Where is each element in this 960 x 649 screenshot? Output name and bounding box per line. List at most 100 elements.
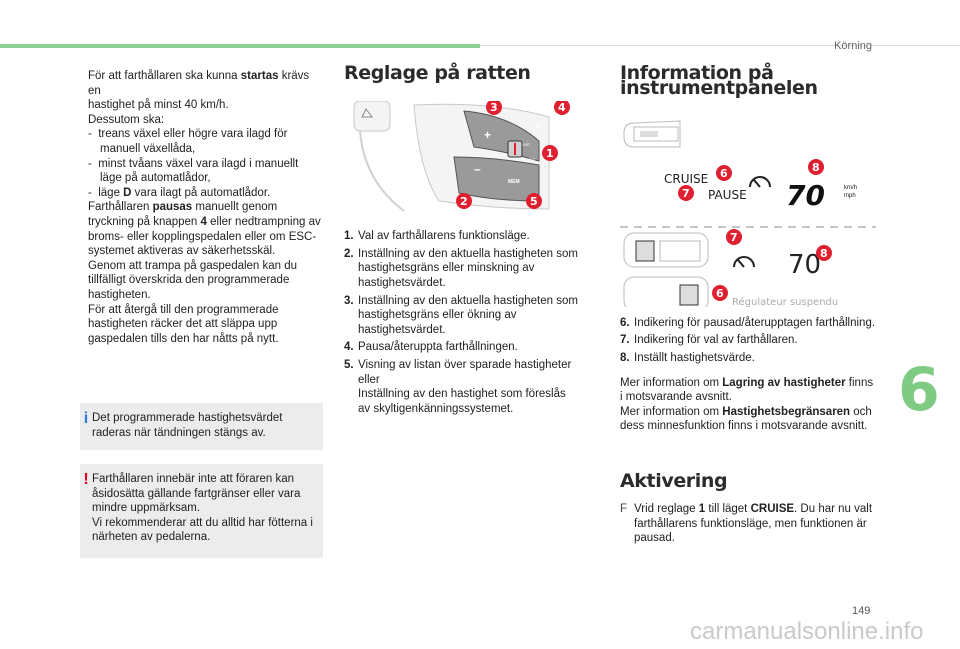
- svg-text:6: 6: [720, 167, 728, 180]
- item-text: Indikering för val av farthållaren.: [634, 334, 798, 347]
- item-number: 1.: [344, 230, 354, 243]
- item-number: 8.: [620, 351, 630, 364]
- info-icon: i: [83, 410, 89, 427]
- warning-icon: !: [83, 471, 89, 488]
- intro-line: Dessutom ska:: [88, 113, 165, 126]
- cruise-indicator: CRUISE: [664, 172, 708, 186]
- mem-label: MEM: [508, 179, 520, 185]
- item-text: Visning av listan över sparade hastighet…: [358, 358, 572, 415]
- section-label: Körning: [834, 40, 872, 52]
- steering-controls-list: 1. Val av farthållarens funktionsläge. 2. I…: [344, 229, 580, 416]
- activation-step-text: Vrid reglage 1 till läget CRUISE. Du har…: [634, 503, 873, 545]
- panel-list-item: 6. Indikering för pausad/återupptagen far…: [620, 316, 876, 331]
- badge-6-top: 6: [716, 165, 732, 182]
- intro-text: För att farthållaren ska kunna startas k…: [88, 69, 322, 346]
- item-number: 7.: [620, 334, 630, 347]
- intro-line: För att återgå till den programmerade ha…: [88, 303, 279, 345]
- zero-label: 0: [495, 152, 498, 158]
- panel-list-item: 7. Indikering för val av farthållaren.: [620, 333, 876, 348]
- steering-list-item: 5. Visning av listan över sparade hastigh…: [344, 358, 580, 416]
- intro-line: För att farthållaren ska kunna startas k…: [88, 70, 310, 97]
- intro-line: - treans växel eller högre vara ilagd fö…: [88, 128, 288, 155]
- svg-text:5: 5: [530, 195, 538, 208]
- page-number: 149: [852, 605, 871, 617]
- limit-label: LIMIT: [520, 142, 531, 147]
- top-accent-bar: [0, 44, 480, 48]
- instrument-panel-section: Information på instrumentpanelen CRUISE …: [620, 62, 876, 434]
- intro-line: Genom att trampa på gaspedalen kan du ti…: [88, 259, 298, 301]
- steering-wheel-illustration: + II – LIMIT 0 CRUISE MEM 1 2 3 4 5: [353, 98, 570, 212]
- set-speed-bottom: 70: [788, 250, 821, 280]
- instrument-panel-list: 6. Indikering för pausad/återupptagen far…: [620, 316, 876, 366]
- warning-note-text-1: Farthållaren innebär inte att föraren ka…: [92, 473, 301, 515]
- svg-text:4: 4: [558, 101, 566, 114]
- steering-list-item: 2. Inställning av den aktuella hastighete…: [344, 247, 580, 291]
- plus-symbol: +: [484, 128, 491, 142]
- badge-8-bottom: 8: [816, 245, 832, 262]
- set-speed-top: 70: [786, 179, 825, 212]
- steering-controls-section: Reglage på ratten + II – LIMIT 0 CRUISE …: [344, 62, 580, 419]
- watermark: carmanualsonline.info: [690, 618, 924, 645]
- step-arrow-icon: F: [620, 503, 628, 515]
- item-text: Inställning av den aktuella hastigheten …: [358, 247, 578, 289]
- minus-symbol: –: [474, 162, 481, 176]
- svg-text:2: 2: [460, 195, 468, 208]
- intro-line: Farthållaren pausas manuellt genom tryck…: [88, 201, 321, 258]
- steering-controls-title: Reglage på ratten: [344, 62, 531, 84]
- more-info: Mer information om Lagring av hastighete…: [620, 376, 876, 434]
- svg-text:6: 6: [716, 287, 724, 300]
- badge-2: 2: [456, 192, 472, 209]
- cruise-label: CRUISE: [520, 157, 535, 162]
- more-info-line: Mer information om Lagring av hastighete…: [620, 376, 874, 404]
- item-number: 5.: [344, 358, 354, 371]
- badge-5: 5: [526, 192, 542, 209]
- top-rule: [480, 45, 960, 46]
- steering-list-item: 1. Val av farthållarens funktionsläge.: [344, 229, 580, 244]
- badge-7-top: 7: [678, 185, 694, 202]
- badge-4: 4: [554, 98, 570, 115]
- item-text: Inställning av den aktuella hastigheten …: [358, 294, 578, 336]
- svg-text:8: 8: [820, 247, 828, 260]
- svg-text:8: 8: [812, 161, 820, 174]
- panel-list-item: 8. Inställt hastighetsvärde.: [620, 351, 876, 366]
- info-note: i Det programmerade hastighetsvärdet rad…: [80, 403, 323, 450]
- item-text: Indikering för pausad/återupptagen farth…: [634, 316, 876, 329]
- badge-8-top: 8: [808, 159, 824, 176]
- intro-line: hastighet på minst 40 km/h.: [88, 99, 229, 112]
- activation-section: Aktivering F Vrid reglage 1 till läget C…: [620, 470, 876, 546]
- warning-note: ! Farthållaren innebär inte att föraren …: [80, 464, 323, 558]
- instrument-panel-title: Information på instrumentpanelen: [620, 62, 818, 99]
- item-number: 3.: [344, 294, 354, 307]
- badge-3: 3: [486, 98, 502, 115]
- badge-1: 1: [542, 144, 558, 161]
- svg-text:1: 1: [546, 147, 554, 160]
- item-number: 2.: [344, 247, 354, 260]
- activation-title: Aktivering: [620, 470, 728, 492]
- item-text: Pausa/återuppta farthållningen.: [358, 341, 518, 354]
- pause-indicator: PAUSE: [708, 188, 747, 202]
- badge-7-bottom: 7: [726, 229, 742, 246]
- svg-text:3: 3: [490, 101, 498, 114]
- svg-text:7: 7: [682, 187, 690, 200]
- unit-mph: mph: [844, 193, 856, 199]
- steering-list-item: 3. Inställning av den aktuella hastighete…: [344, 294, 580, 338]
- instrument-panel-illustration: CRUISE PAUSE 70 km/h mph 70 Régulateur s…: [620, 120, 876, 312]
- speedometer-icon-2: [733, 256, 755, 268]
- more-info-line: Mer information om Hastighetsbegränsaren…: [620, 405, 872, 433]
- svg-text:7: 7: [730, 231, 738, 244]
- item-number: 6.: [620, 316, 630, 329]
- steering-list-item: 4. Pausa/återuppta farthållningen.: [344, 340, 580, 355]
- item-number: 4.: [344, 341, 354, 354]
- intro-line: - läge D vara ilagt på automatlådor.: [88, 186, 271, 199]
- activation-step: F Vrid reglage 1 till läget CRUISE. Du h…: [620, 502, 876, 546]
- intro-line: - minst tvåans växel vara ilagd i manuel…: [88, 157, 299, 185]
- warning-note-text-2: Vi rekommenderar att du alltid har fötte…: [92, 516, 313, 544]
- item-text: Val av farthållarens funktionsläge.: [358, 230, 530, 243]
- chapter-number: 6: [898, 355, 940, 425]
- badge-6-bottom: 6: [712, 285, 728, 302]
- unit-kmh: km/h: [844, 185, 857, 191]
- info-note-text: Det programmerade hastighetsvärdet rader…: [92, 412, 283, 439]
- speedometer-icon: [749, 176, 771, 188]
- item-text: Inställt hastighetsvärde.: [634, 351, 755, 364]
- pause-symbol: II: [536, 122, 540, 131]
